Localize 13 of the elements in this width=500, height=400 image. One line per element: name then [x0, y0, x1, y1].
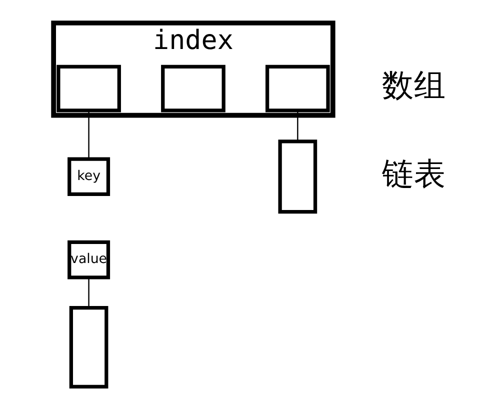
connector	[88, 110, 90, 159]
node-box	[265, 64, 330, 112]
label: 链表	[382, 156, 446, 192]
node-box	[278, 140, 318, 214]
node-box	[161, 64, 226, 112]
node-box	[69, 306, 108, 389]
cluster: index	[51, 20, 336, 118]
label: 数组	[382, 68, 446, 104]
node-box: key	[68, 157, 110, 196]
connector	[297, 110, 298, 142]
node-box: value	[68, 240, 110, 280]
connector	[88, 278, 90, 308]
node-box	[56, 64, 121, 112]
